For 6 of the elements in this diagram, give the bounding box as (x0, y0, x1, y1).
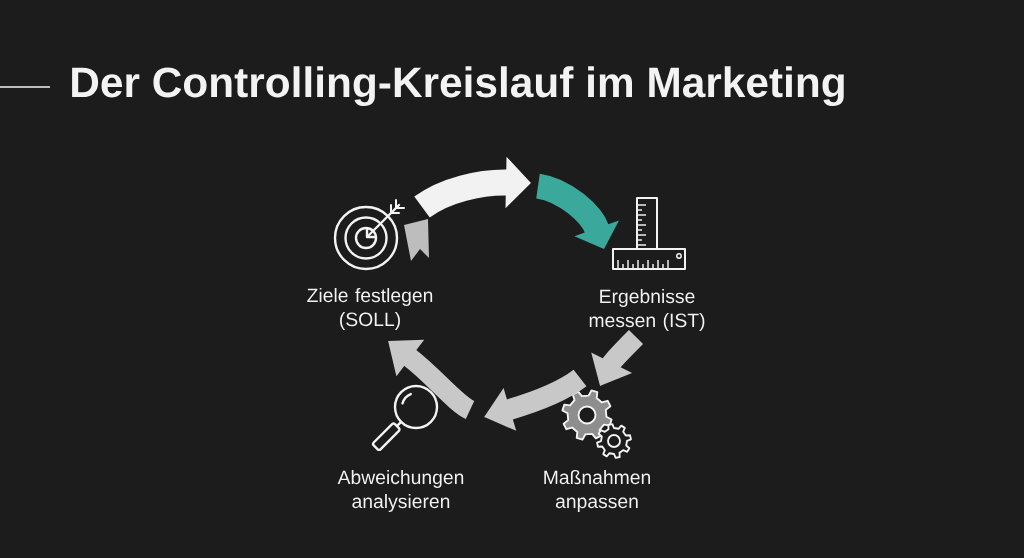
title: Der Controlling-Kreislauf im Marketing (72, 66, 844, 106)
step-label: Maßnahmen anpassen (544, 470, 650, 512)
arrow (535, 173, 619, 249)
step-label: Ziele festlegen (SOLL) (307, 288, 433, 330)
step-label: Abweichungen analysieren (337, 470, 464, 512)
step-label: Ergebnisse messen (IST) (589, 289, 705, 331)
